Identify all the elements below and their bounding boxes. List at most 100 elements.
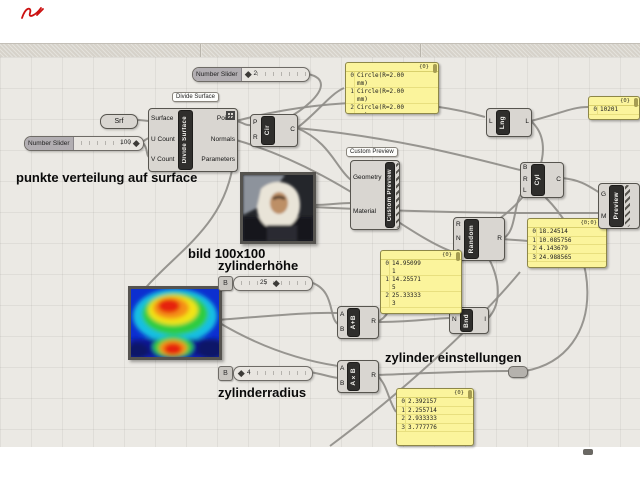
component-multiplication[interactable]: A B A×B R: [337, 360, 379, 393]
input-plane[interactable]: P: [253, 118, 258, 126]
component-addition[interactable]: A B A+B R: [337, 306, 379, 339]
output-circle[interactable]: C: [290, 126, 295, 134]
panel-scrollbar[interactable]: [468, 390, 472, 399]
slider-zylinderhoehe[interactable]: 25: [233, 276, 313, 291]
input-range[interactable]: R: [456, 220, 461, 228]
heatmap-image[interactable]: [125, 286, 225, 360]
input-a[interactable]: A: [340, 310, 345, 318]
number-slider-2[interactable]: Number Slider 2: [192, 67, 310, 82]
slider-name: Number Slider: [193, 68, 242, 81]
slider-knob-icon[interactable]: [244, 70, 251, 77]
panel-header: {0}: [620, 98, 630, 104]
portrait-image[interactable]: [240, 172, 316, 244]
input-number[interactable]: N: [456, 234, 461, 242]
input-material[interactable]: M: [601, 212, 607, 220]
input-surface[interactable]: Surface: [151, 115, 174, 123]
slider-track[interactable]: 100: [73, 137, 143, 150]
component-cylinder[interactable]: B R L Cyl C: [520, 162, 564, 198]
annotation-hoehe: zylinderhöhe: [218, 258, 299, 273]
param-srf-label: Srf: [114, 118, 124, 125]
slider-value: 100: [120, 139, 131, 146]
param-srf[interactable]: Srf: [100, 114, 138, 129]
annotation-bild: bild 100x100: [188, 246, 266, 261]
component-name: Random: [467, 224, 475, 254]
input-ucount[interactable]: U Count: [151, 135, 175, 143]
component-name: A+B: [350, 315, 358, 330]
input-vcount[interactable]: V Count: [151, 156, 175, 164]
portrait-picture: [243, 175, 313, 241]
output-cylinder[interactable]: C: [556, 175, 561, 183]
output-normals[interactable]: Normals: [210, 135, 235, 143]
input-b[interactable]: B: [340, 326, 345, 333]
output-points[interactable]: Points: [196, 116, 235, 123]
slider-b-box[interactable]: B: [218, 276, 233, 291]
component-divide-surface[interactable]: Surface U Count V Count Divide Surface P…: [148, 108, 238, 172]
slider-value: 2: [253, 70, 258, 77]
input-a[interactable]: A: [340, 364, 345, 372]
output-result[interactable]: R: [371, 318, 376, 326]
panel-scrollbar[interactable]: [456, 252, 460, 261]
panel-scrollbar[interactable]: [433, 64, 437, 73]
panel-scrollbar[interactable]: [634, 98, 638, 107]
output-parameters[interactable]: Parameters: [201, 156, 235, 164]
panel-header: {0}: [419, 64, 429, 70]
input-numbers[interactable]: N: [452, 316, 457, 324]
output-interval[interactable]: I: [484, 316, 486, 324]
divide-inputs: Surface U Count V Count: [149, 109, 177, 171]
component-preview[interactable]: G M Preview: [598, 183, 640, 229]
input-b[interactable]: B: [340, 380, 345, 387]
panel-header: {0}: [442, 252, 452, 258]
input-length[interactable]: L: [523, 187, 527, 195]
tooltip-custom-preview: Custom Preview: [346, 147, 398, 157]
slider-track[interactable]: 4: [234, 367, 312, 380]
input-radius[interactable]: R: [253, 134, 258, 141]
number-slider-100[interactable]: Number Slider 100: [24, 136, 144, 151]
input-base[interactable]: B: [523, 164, 528, 172]
slider-track[interactable]: 2: [241, 68, 309, 81]
slider-knob-icon[interactable]: [273, 279, 280, 286]
input-geometry[interactable]: G: [601, 190, 607, 198]
component-list-length[interactable]: L Lng L: [486, 108, 532, 137]
output-length[interactable]: L: [525, 118, 529, 126]
component-custom-preview[interactable]: Geometry Material Custom Preview: [350, 160, 400, 230]
heatmap-picture: [125, 289, 225, 359]
component-name: Cyl: [534, 174, 542, 186]
slider-name: Number Slider: [25, 137, 74, 150]
output-result[interactable]: R: [371, 372, 376, 380]
preview-zigzag-edge: [625, 185, 631, 227]
slider-knob-icon[interactable]: [238, 369, 245, 376]
component-name: Preview: [613, 192, 621, 220]
input-list[interactable]: L: [489, 118, 493, 126]
input-geometry[interactable]: Geometry: [353, 173, 382, 181]
slider-b-box[interactable]: B: [218, 366, 233, 381]
relay-node[interactable]: [508, 366, 528, 378]
component-circle[interactable]: P R Cir C: [250, 114, 298, 147]
component-name: Lng: [499, 115, 507, 130]
slider-zylinderradius[interactable]: 4: [233, 366, 313, 381]
slider-track[interactable]: 25: [234, 277, 312, 290]
input-material[interactable]: Material: [353, 207, 377, 215]
panel-header: {0;0}: [580, 220, 597, 226]
annotation-radius: zylinderradius: [218, 385, 307, 400]
slider-knob-icon[interactable]: [132, 139, 139, 146]
output-random[interactable]: R: [497, 234, 502, 242]
toolbar-separator: [420, 44, 421, 58]
input-radius[interactable]: R: [523, 175, 528, 183]
